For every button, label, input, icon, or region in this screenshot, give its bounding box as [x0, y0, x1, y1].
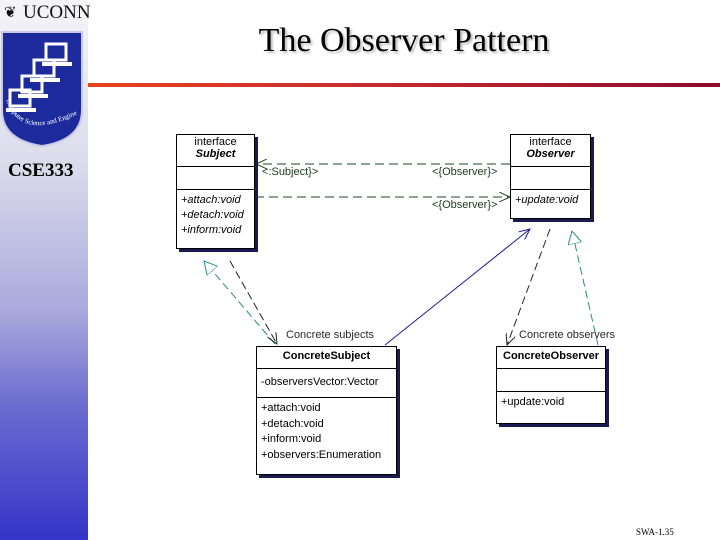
operation: +attach:void — [261, 402, 321, 414]
association-concrete-subject-to-observer — [384, 229, 530, 346]
attributes-section — [177, 166, 254, 189]
operation: +observers:Enumeration — [261, 448, 382, 461]
dependency-subject-to-concrete — [229, 260, 277, 344]
cse-crest-logo: Computer Science and Engineering — [0, 30, 83, 148]
operation: +detach:void — [181, 209, 244, 221]
operation: +attach:void — [181, 194, 241, 206]
dependency-observer-to-concrete — [507, 228, 551, 345]
class-name: Observer — [526, 148, 575, 160]
operation: +update:void — [515, 194, 579, 206]
stereotype: interface — [194, 136, 237, 148]
stereotype: interface — [529, 136, 572, 148]
concrete-observer-box: ConcreteObserver +update:void — [496, 346, 606, 424]
class-name: ConcreteSubject — [282, 350, 371, 362]
subject-role-label: <:Subject}> — [262, 166, 319, 178]
sidebar: ❦UCONN Computer Science and Engineering … — [0, 0, 91, 540]
slide-title: The Observer Pattern — [258, 22, 550, 59]
brand-text: UCONN — [23, 2, 91, 23]
realization-concrete-subject — [204, 261, 276, 345]
operations-section: +update:void — [497, 391, 605, 423]
realization-concrete-observer — [572, 231, 599, 346]
operations-section: +attach:void +detach:void +inform:void +… — [257, 397, 396, 474]
concrete-subjects-label: Concrete subjects — [286, 329, 375, 341]
attributes-section — [497, 368, 605, 391]
attributes-section — [511, 166, 590, 189]
slide-number: SWA-1.35 — [636, 527, 674, 537]
uconn-logo: ❦ UCONN — [4, 2, 91, 24]
operation: +inform:void — [181, 224, 242, 236]
operations-section: +attach:void +detach:void +inform:void — [177, 189, 254, 248]
attributes-section: -observersVector:Vector — [257, 368, 396, 397]
class-name: Subject — [195, 148, 236, 160]
operation: +inform:void — [261, 433, 322, 445]
concrete-observers-label: Concrete observers — [519, 329, 615, 341]
concrete-subject-box: ConcreteSubject -observersVector:Vector … — [256, 346, 397, 475]
attribute: -observersVector:Vector — [261, 376, 379, 388]
oak-leaf-icon: ❦ — [4, 5, 17, 21]
course-code: CSE333 — [8, 160, 74, 181]
operation: +detach:void — [261, 417, 324, 430]
title-divider — [88, 83, 720, 87]
observer-role-label-2: <{Observer}> — [432, 199, 498, 211]
class-name: ConcreteObserver — [503, 350, 599, 362]
observer-role-label-1: <{Observer}> — [432, 166, 498, 178]
operation: +update:void — [501, 396, 565, 408]
operations-section: +update:void — [511, 189, 590, 218]
